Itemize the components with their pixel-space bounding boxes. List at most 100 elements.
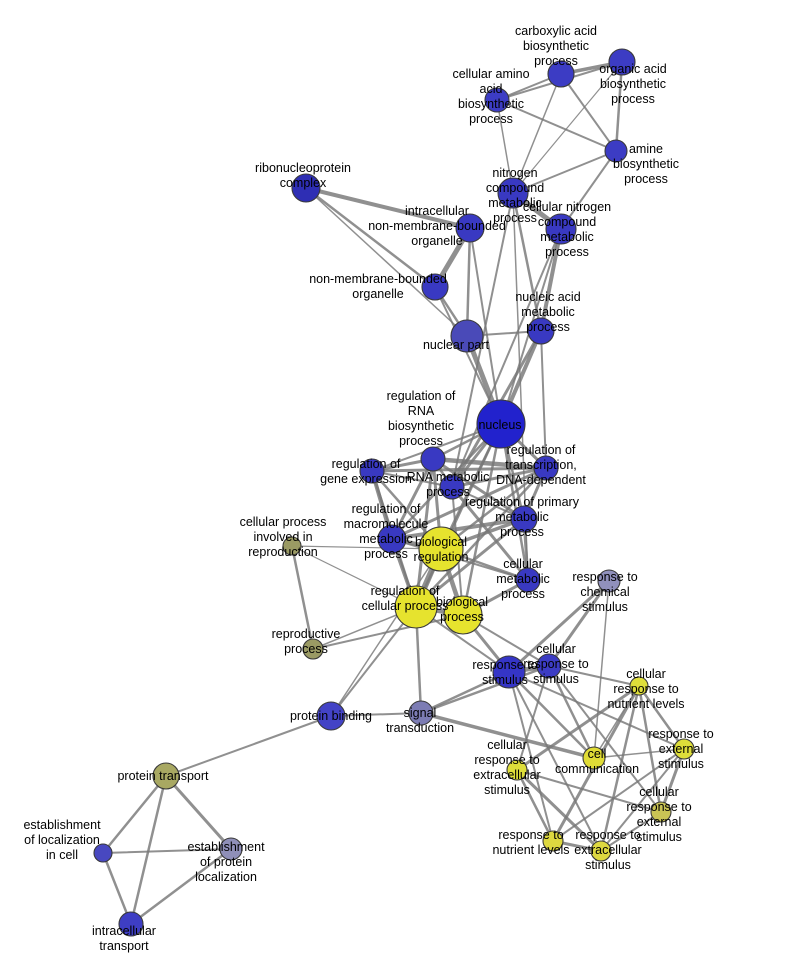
edge-protein-transport--establishment-of-localization-in-cell	[101, 774, 168, 855]
node-regulation-of-cellular-process[interactable]	[394, 585, 438, 629]
node-regulation-of-primary-metabolic-process[interactable]	[510, 505, 538, 533]
node-protein-transport[interactable]	[152, 762, 180, 790]
node-response-to-extracellular-stimulus[interactable]	[590, 840, 612, 862]
edge-intracellular-non-membrane-bounded-organelle--nuclear-part	[465, 226, 472, 338]
node-non-membrane-bounded-organelle[interactable]	[421, 273, 449, 301]
edge-response-to-stimulus--cell-communication	[507, 670, 596, 760]
node-cellular-response-to-external-stimulus[interactable]	[650, 801, 672, 823]
edge-protein-binding--biological-regulation	[330, 548, 442, 717]
edge-response-to-external-stimulus--cellular-response-to-external-stimulus	[659, 747, 686, 814]
node-protein-binding[interactable]	[316, 701, 346, 731]
edge-amine-biosynthetic-process--nitrogen-compound-metabolic-process	[512, 150, 617, 194]
node-cellular-response-to-stimulus[interactable]	[536, 653, 562, 679]
edge-cellular-nitrogen-compound-metabolic-process--nucleic-acid-metabolic-process	[539, 227, 563, 333]
node-label-protein-transport: protein transport	[117, 769, 209, 783]
node-cell-communication[interactable]	[582, 746, 606, 770]
node-nitrogen-compound-metabolic-process[interactable]	[497, 177, 529, 209]
node-nuclear-part[interactable]	[450, 319, 484, 353]
edge-response-to-stimulus--response-to-nutrient-levels	[508, 671, 554, 842]
node-cellular-metabolic-process[interactable]	[515, 567, 541, 593]
node-organic-acid-biosynthetic-process[interactable]	[608, 48, 636, 76]
edge-ribonucleoprotein-complex--non-membrane-bounded-organelle	[304, 186, 437, 289]
node-cellular-response-to-extracellular-stimulus[interactable]	[506, 759, 528, 781]
node-biological-process[interactable]	[443, 595, 483, 635]
node-establishment-of-localization-in-cell[interactable]	[93, 843, 113, 863]
node-nucleic-acid-metabolic-process[interactable]	[527, 317, 555, 345]
edge-response-to-chemical-stimulus--cell-communication	[593, 580, 610, 759]
edge-nucleic-acid-metabolic-process--regulation-of-transcription-dna-dependent	[540, 330, 547, 469]
node-response-to-external-stimulus[interactable]	[673, 738, 695, 760]
edge-regulation-of-gene-expression--rna-metabolic-process	[371, 470, 453, 488]
edge-response-to-nutrient-levels--cellular-response-to-extracellular-stimulus	[515, 768, 555, 843]
edge-cellular-process-involved-in-reproduction--regulation-of-cellular-process	[291, 545, 417, 608]
node-reproductive-process[interactable]	[302, 638, 324, 660]
edge-protein-binding--signal-transduction	[330, 712, 422, 717]
node-regulation-of-gene-expression[interactable]	[359, 458, 385, 484]
node-regulation-of-rna-biosynthetic-process[interactable]	[420, 446, 446, 472]
edge-response-to-external-stimulus--response-to-extracellular-stimulus	[600, 748, 685, 852]
edge-layer	[101, 60, 686, 926]
node-biological-regulation[interactable]	[418, 526, 464, 572]
edge-organic-acid-biosynthetic-process--amine-biosynthetic-process	[614, 60, 624, 153]
edge-cellular-process-involved-in-reproduction--reproductive-process	[290, 544, 315, 651]
edge-cellular-process-involved-in-reproduction--biological-regulation	[291, 545, 442, 550]
edge-intracellular-non-membrane-bounded-organelle--nucleus	[469, 227, 502, 425]
edge-cellular-response-to-nutrient-levels--cellular-response-to-extracellular-stimulus	[515, 684, 641, 772]
node-establishment-of-protein-localization[interactable]	[219, 837, 243, 861]
edge-cellular-response-to-stimulus--cell-communication	[547, 664, 596, 760]
node-layer	[93, 48, 695, 937]
edge-cellular-response-to-extracellular-stimulus--cellular-response-to-external-stimulus	[516, 769, 662, 813]
node-intracellular-transport[interactable]	[118, 911, 144, 937]
node-regulation-of-transcription-dna-dependent[interactable]	[533, 455, 559, 481]
node-regulation-of-macromolecule-metabolic-process[interactable]	[377, 524, 407, 554]
edge-regulation-of-transcription-dna-dependent--regulation-of-gene-expression	[370, 466, 548, 473]
edge-cellular-response-to-stimulus--cellular-response-to-extracellular-stimulus	[516, 665, 550, 771]
node-nucleus[interactable]	[476, 399, 526, 449]
edge-response-to-stimulus--response-to-chemical-stimulus	[507, 579, 611, 674]
edge-nucleus--biological-process	[461, 422, 503, 617]
edge-ribonucleoprotein-complex--intracellular-non-membrane-bounded-organelle	[304, 186, 472, 230]
node-ribonucleoprotein-complex[interactable]	[291, 173, 321, 203]
edge-rna-metabolic-process--cellular-metabolic-process	[450, 485, 530, 582]
node-cellular-nitrogen-compound-metabolic-process[interactable]	[545, 213, 577, 245]
edge-establishment-of-localization-in-cell--intracellular-transport	[101, 851, 133, 926]
node-cellular-process-involved-in-reproduction[interactable]	[282, 536, 302, 556]
node-signal-transduction[interactable]	[408, 700, 434, 726]
node-cellular-response-to-nutrient-levels[interactable]	[629, 676, 649, 696]
edge-ribonucleoprotein-complex--nuclear-part	[305, 187, 468, 337]
node-intracellular-non-membrane-bounded-organelle[interactable]	[455, 213, 485, 243]
node-cellular-amino-acid-biosynthetic-process[interactable]	[484, 87, 510, 113]
edge-amine-biosynthetic-process--cellular-nitrogen-compound-metabolic-process	[560, 150, 617, 230]
node-rna-metabolic-process[interactable]	[439, 474, 465, 500]
node-response-to-nutrient-levels[interactable]	[542, 830, 564, 852]
node-amine-biosynthetic-process[interactable]	[604, 139, 628, 163]
edge-regulation-of-macromolecule-metabolic-process--regulation-of-primary-metabolic-process	[390, 517, 526, 541]
edge-cellular-response-to-nutrient-levels--response-to-extracellular-stimulus	[599, 684, 641, 853]
node-carboxylic-acid-biosynthetic-process[interactable]	[547, 60, 575, 88]
node-response-to-stimulus[interactable]	[492, 655, 526, 689]
node-response-to-chemical-stimulus[interactable]	[597, 569, 621, 593]
